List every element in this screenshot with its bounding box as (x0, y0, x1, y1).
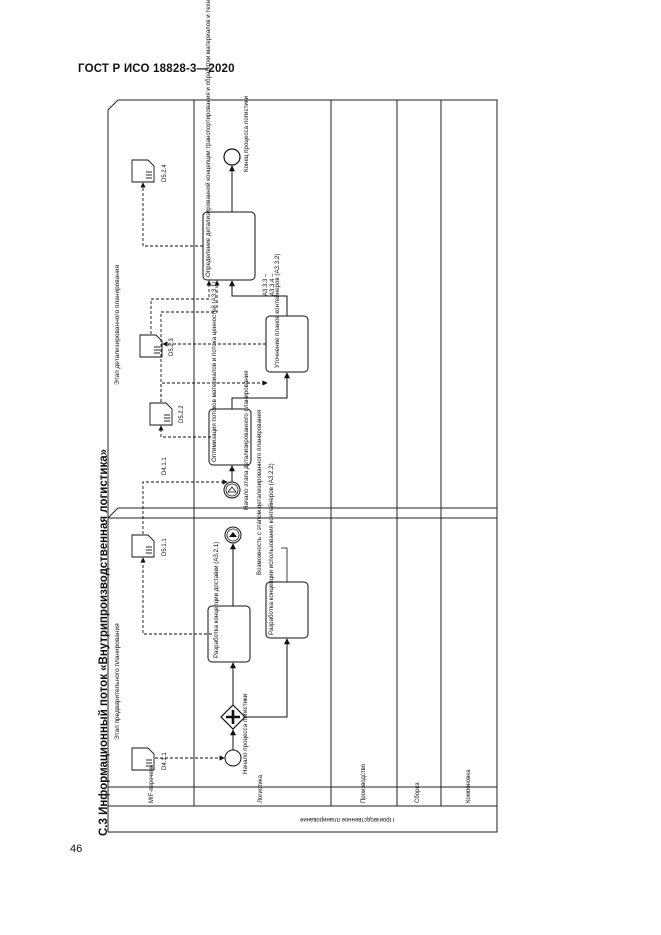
start-event (224, 749, 242, 767)
end-event (223, 148, 241, 166)
doc-label-d411: D4.1.1 (162, 752, 168, 770)
stage-preliminary: Этап предварительного планирования (114, 623, 121, 740)
annotation-a333: А3.3.3 – (263, 273, 269, 296)
document-d524 (131, 159, 155, 183)
sequence-flows (229, 165, 290, 750)
task-a332 (265, 315, 309, 373)
stage-detailed: Этап детализированного планирования (114, 264, 121, 385)
doc-label-d522: D5.2.2 (179, 405, 185, 423)
event-label-start-detailed: Начало этапа детализированного планирова… (243, 370, 250, 510)
doc-label-d511: D5.1.1 (162, 538, 168, 556)
association-possible (281, 547, 288, 582)
data-associations (140, 182, 268, 761)
doc-label-d411b: D4.1.1 (162, 457, 168, 475)
task-label-a332: Уточнение планов контейнеров (А3.3.2) (274, 253, 281, 368)
lane-logistics: Логистика (258, 774, 264, 803)
doc-label-d524: D5.2.4 (162, 164, 168, 182)
page-number: 46 (70, 843, 83, 855)
annotation-a334: А3.3.4 – (270, 273, 276, 296)
task-label-a335: Определение детализированной концепции т… (205, 0, 212, 277)
event-label-start: Начало процесса логистики (242, 693, 249, 774)
task-a321 (207, 605, 251, 663)
document-d511 (131, 534, 155, 558)
task-label-a321: Разработка концепции доставки (А3.2.1) (213, 541, 220, 658)
event-label-end: Конец процесса логистики (243, 95, 250, 172)
doc-label-d523: D5.2.3 (169, 338, 175, 356)
document-d523 (139, 334, 163, 358)
lane-mif: MIF-перечень (149, 764, 155, 803)
task-label-a322: Разработка концепции использования конте… (268, 463, 275, 635)
link-event-throw (224, 526, 242, 544)
pool-label: Производственное планирование (300, 816, 394, 822)
lane-assembly: Сборка (415, 782, 421, 803)
link-event-catch (223, 481, 241, 499)
lane-production: Производство (361, 763, 367, 803)
document-d411 (131, 747, 155, 771)
event-label-possible: Возможность с этапом детализированного п… (256, 409, 263, 575)
lane-layout: Компоновка (466, 769, 472, 803)
pool-frame (107, 99, 498, 833)
gateway-parallel (220, 704, 246, 730)
document-d522 (149, 402, 173, 426)
document-header: ГОСТ Р ИСО 18828-3—2020 (78, 63, 235, 75)
task-label-a331: Оптимизация потоков материалов и потока … (211, 281, 218, 462)
